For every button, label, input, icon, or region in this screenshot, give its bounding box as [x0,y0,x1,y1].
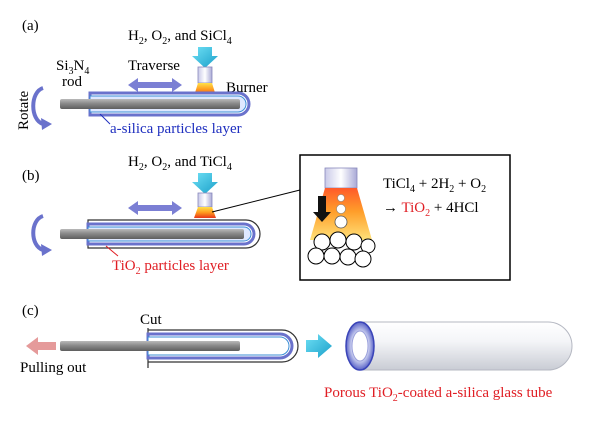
callout-line [211,189,301,213]
burner-nozzle [197,66,213,84]
traverse-arrow-b-icon [128,201,182,215]
final-tube-bore [351,330,369,362]
panel-a-gases-label: H2, O2, and SiCl4 [128,28,232,47]
panel-c-label: (c) [22,303,39,319]
panel-a-label: (a) [22,18,39,34]
result-arrow-icon [306,334,332,358]
reaction-line-2: → TiO2 + 4HCl [383,200,479,219]
silica-layer-pointer [99,113,111,125]
particle-cluster [307,231,376,268]
inset-down-arrow-icon [313,196,331,222]
particle-medium [334,215,348,229]
gas-inflow-arrow-b-icon [192,173,218,194]
rotate-arrow-b-icon [31,214,44,252]
gas-inflow-arrow-icon [192,47,218,68]
pull-out-label: Pulling out [20,360,87,376]
rotate-arrow-a-icon [31,86,44,126]
rod-c [60,341,240,351]
cut-label: Cut [140,312,163,328]
burner-flame-b-icon [194,207,216,218]
inset-nozzle [324,167,358,189]
rotate-arrowhead-a-icon [41,118,52,130]
reaction-line-1: TiCl4 + 2H2 + O2 [383,176,486,195]
burner-nozzle-b [197,192,213,208]
rod-b [60,229,244,239]
tio2-layer-label: TiO2 particles layer [112,258,229,277]
rod-label-line2: rod [62,74,82,90]
rod-label-line1: Si3N4 [56,58,89,77]
particle-small-2 [336,204,346,214]
panel-b-label: (b) [22,168,40,184]
final-tube-body [359,321,573,371]
silica-layer-label: a-silica particles layer [110,121,242,137]
rotate-arrowhead-b-icon [41,244,52,256]
tio2-layer-pointer [105,245,119,257]
si3n4-rod [60,99,240,109]
panel-b-gases-label: H2, O2, and TiCl4 [128,154,232,173]
pull-out-arrow-icon [26,337,56,355]
traverse-label: Traverse [128,58,180,74]
rotate-label: Rotate [16,91,32,130]
particle-small-1 [337,194,345,202]
product-label: Porous TiO2-coated a-silica glass tube [324,385,553,404]
traverse-arrow-icon [128,78,182,92]
